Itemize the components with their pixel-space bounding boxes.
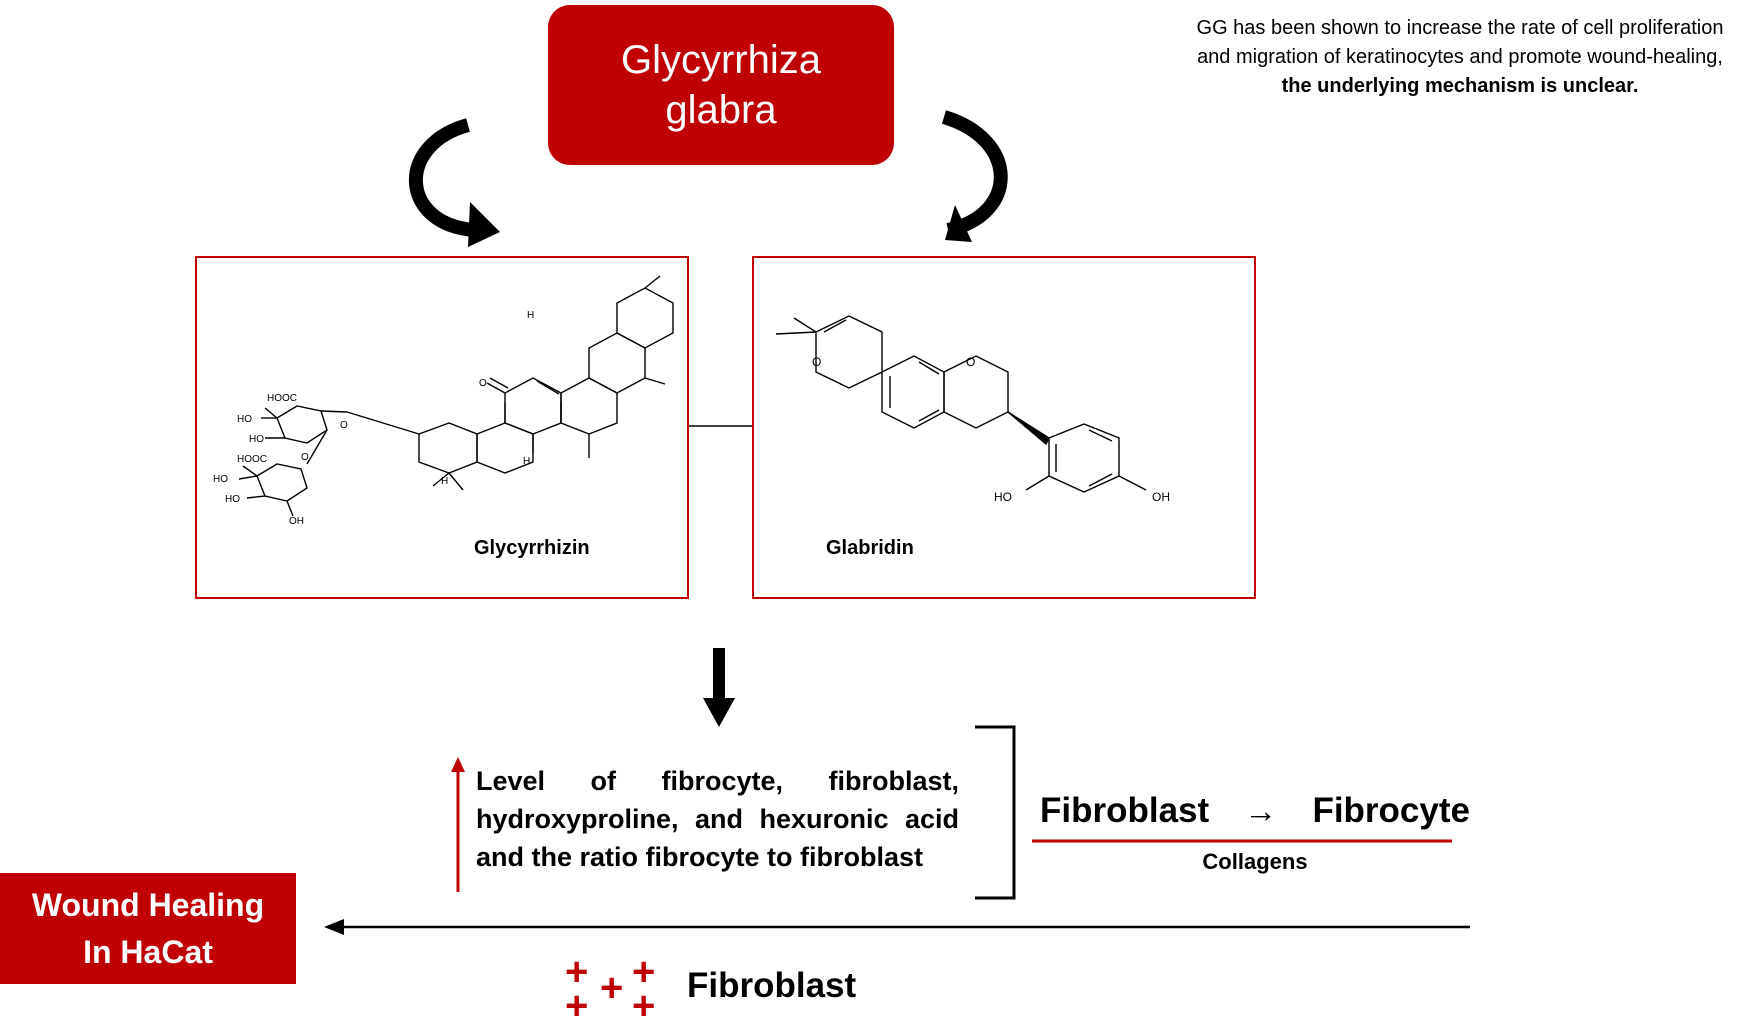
glabridin-structure: O O HO OH — [775, 315, 1170, 504]
svg-text:HOOC: HOOC — [267, 393, 297, 404]
increase-arrow-icon — [451, 757, 465, 892]
glabridin-box: O O HO OH Glabridin — [752, 256, 1256, 599]
svg-text:HO: HO — [213, 474, 228, 485]
svg-text:O: O — [301, 452, 309, 463]
outcome-box: Wound Healing In HaCat — [0, 873, 296, 984]
outcome-line2: In HaCat — [83, 933, 213, 970]
effect-description: Level of fibrocyte, fibroblast, hydroxyp… — [476, 766, 959, 872]
svg-text:HO: HO — [225, 494, 240, 505]
conversion-row: Fibroblast → Fibrocyte — [1040, 791, 1470, 831]
conversion-arrow-icon: → — [1244, 792, 1278, 829]
svg-text:H: H — [527, 310, 534, 321]
curved-arrow-left-icon — [409, 118, 500, 247]
plus-icon: + — [632, 984, 656, 1028]
svg-text:HO: HO — [249, 434, 264, 445]
svg-text:HO: HO — [237, 414, 252, 425]
long-left-arrow-icon — [324, 919, 1470, 935]
outcome-line1: Wound Healing — [31, 886, 265, 923]
svg-text:O: O — [340, 420, 348, 431]
svg-text:OH: OH — [1152, 490, 1170, 504]
curved-arrow-right-icon — [941, 110, 1008, 242]
plus-icon: + — [565, 984, 589, 1028]
collagens-label: Collagens — [1202, 849, 1308, 874]
note-text: GG has been shown to increase the rate o… — [1196, 17, 1724, 68]
group-bracket — [975, 725, 1016, 900]
svg-text:HO: HO — [994, 490, 1012, 504]
svg-text:OH: OH — [289, 516, 304, 527]
conversion-from: Fibroblast — [1040, 791, 1210, 830]
svg-text:HOOC: HOOC — [237, 454, 267, 465]
glycyrrhizin-label: Glycyrrhizin — [474, 537, 590, 559]
source-plant-box: Glycyrrhiza glabra — [548, 5, 894, 165]
source-name-line1: Glycyrrhiza — [620, 38, 822, 82]
bottom-fibroblast-label: Fibroblast — [687, 966, 857, 1005]
svg-text:H: H — [523, 456, 530, 467]
glabridin-label: Glabridin — [826, 537, 914, 559]
svg-text:H: H — [441, 476, 448, 487]
svg-text:O: O — [812, 355, 821, 369]
svg-text:O: O — [479, 378, 487, 389]
glycyrrhizin-structure: HOOC HO HO HOOC HO HO OH O O O H H H — [213, 275, 674, 527]
note-bold-text: the underlying mechanism is unclear. — [1281, 75, 1639, 97]
down-arrow-icon — [703, 648, 735, 727]
conversion-to: Fibrocyte — [1312, 791, 1470, 830]
plus-icon: + — [600, 966, 624, 1010]
background-note: GG has been shown to increase the rate o… — [1180, 14, 1740, 101]
svg-text:O: O — [966, 355, 975, 369]
plus-icon: + — [632, 950, 656, 994]
glycyrrhizin-box: HOOC HO HO HOOC HO HO OH O O O H H H Gly… — [195, 256, 689, 599]
plus-icon: + — [565, 950, 589, 994]
source-name-line2: glabra — [665, 88, 777, 132]
